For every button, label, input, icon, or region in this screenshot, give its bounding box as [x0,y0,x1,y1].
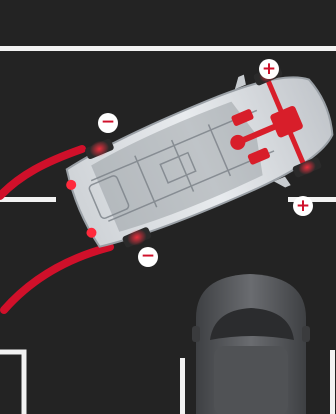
top-lane-line [0,46,336,51]
bottom-right-bay-line [330,350,335,414]
parked-car [192,274,310,414]
drive-badge-front-left-sign: + [262,59,276,79]
bottom-middle-bay-line [180,358,185,414]
left-parking-line [0,197,56,202]
drive-badge-front-right: + [293,196,313,216]
brake-badge-rear-right: − [138,246,158,267]
drive-badge-front-left: + [259,59,279,79]
brake-badge-rear-right-sign: − [141,246,155,266]
drive-badge-front-right-sign: + [296,196,310,216]
brake-badge-rear-left-sign: − [101,112,115,132]
brake-badge-rear-left: − [98,112,118,133]
